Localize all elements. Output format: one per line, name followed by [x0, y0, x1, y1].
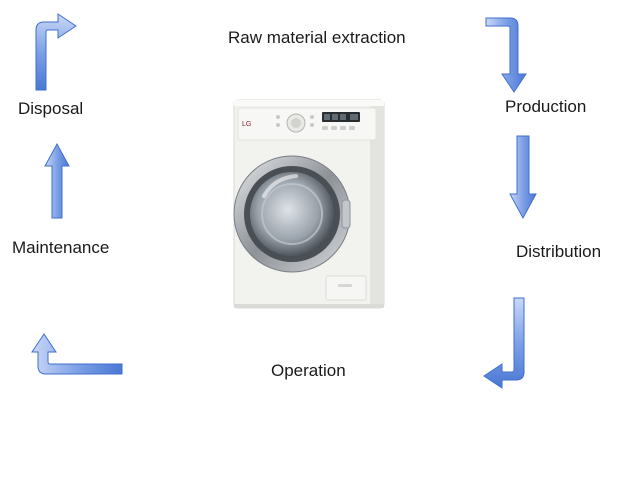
arrow-maintenance-to-disposal-icon [43, 142, 71, 220]
stage-operation-label: Operation [271, 361, 346, 381]
arrow-operation-to-maintenance-icon [30, 330, 124, 378]
stage-raw-material-label: Raw material extraction [228, 28, 406, 48]
stage-distribution-label: Distribution [516, 242, 601, 262]
stage-maintenance-label: Maintenance [12, 238, 109, 258]
arrow-disposal-to-raw-material-icon [32, 10, 78, 92]
arrow-production-to-distribution-icon [508, 134, 538, 220]
arrow-raw-to-production-icon [484, 14, 530, 94]
stage-production-label: Production [505, 97, 586, 117]
washer-badge: LG [242, 121, 251, 128]
arrow-distribution-to-operation-icon [482, 296, 528, 388]
stage-disposal-label: Disposal [18, 99, 83, 119]
washing-machine-icon: LG [230, 96, 392, 312]
